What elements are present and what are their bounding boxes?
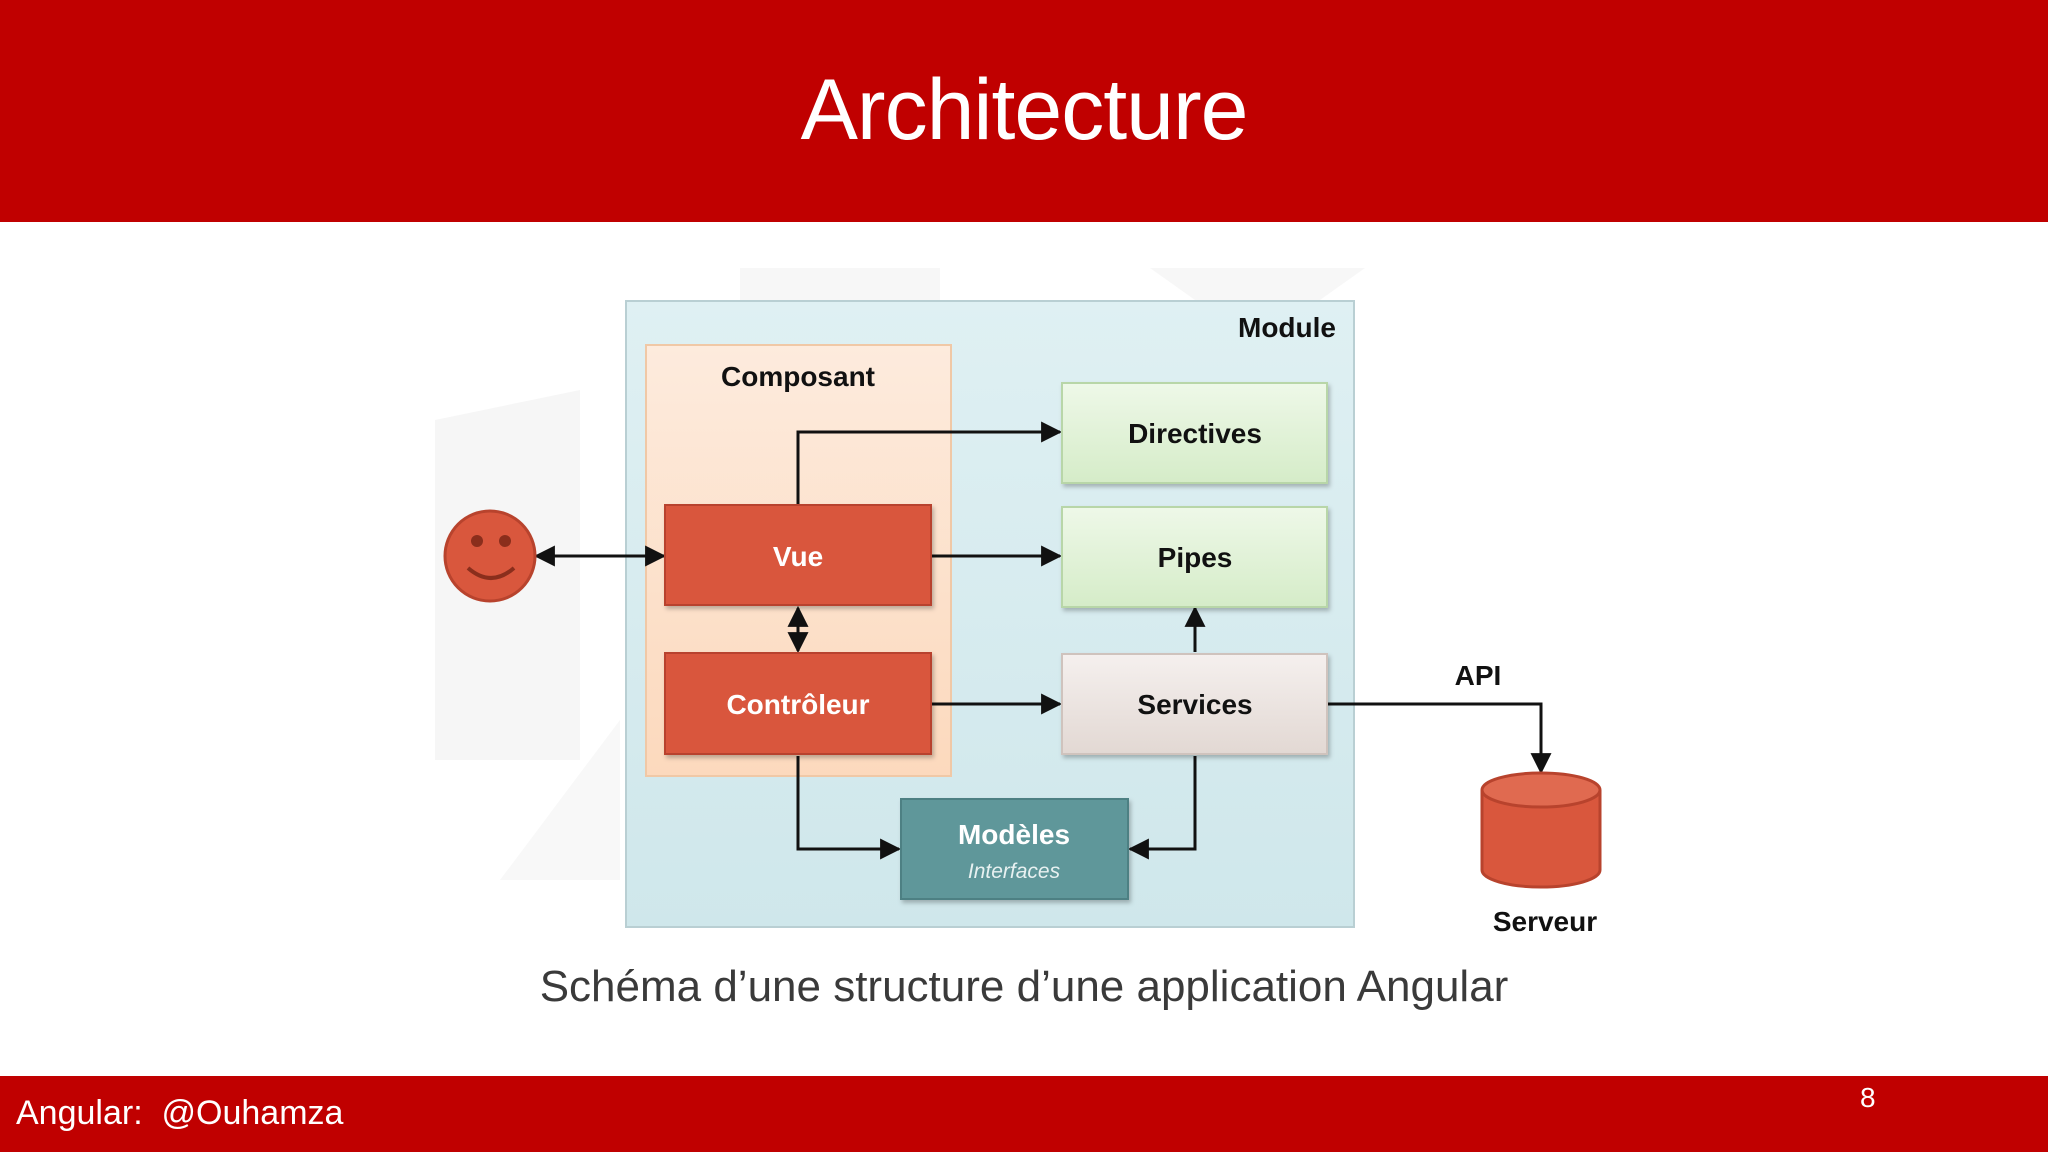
view-label: Vue: [773, 541, 823, 572]
footer-text: Angular: @Ouhamza: [16, 1094, 344, 1132]
view-box: Vue: [664, 504, 932, 606]
services-box: Services: [1061, 653, 1328, 755]
pipes-label: Pipes: [1158, 542, 1233, 573]
slide-footer: Angular: @Ouhamza 8: [0, 1076, 2048, 1152]
server-database-icon: [1480, 771, 1602, 889]
controller-box: Contrôleur: [664, 652, 932, 755]
component-label: Composant: [721, 361, 875, 392]
services-label: Services: [1137, 689, 1252, 720]
directives-label: Directives: [1128, 418, 1262, 449]
user-smiley-icon: [443, 509, 537, 603]
controller-label: Contrôleur: [726, 689, 869, 720]
module-label: Module: [1238, 312, 1336, 343]
directives-box: Directives: [1061, 382, 1328, 484]
api-label: API: [1455, 660, 1502, 691]
models-label: Modèles: [958, 819, 1070, 850]
slide-header: Architecture: [0, 0, 2048, 222]
slide-title: Architecture: [800, 61, 1249, 158]
models-sublabel: Interfaces: [968, 860, 1061, 883]
diagram-caption: Schéma d’une structure d’une application…: [539, 962, 1509, 1011]
pipes-box: Pipes: [1061, 506, 1328, 608]
server-label: Serveur: [1493, 906, 1597, 937]
page-number: 8: [1860, 1082, 1876, 1113]
models-box: Modèles Interfaces: [900, 798, 1129, 900]
connector-lines: [533, 421, 1552, 860]
